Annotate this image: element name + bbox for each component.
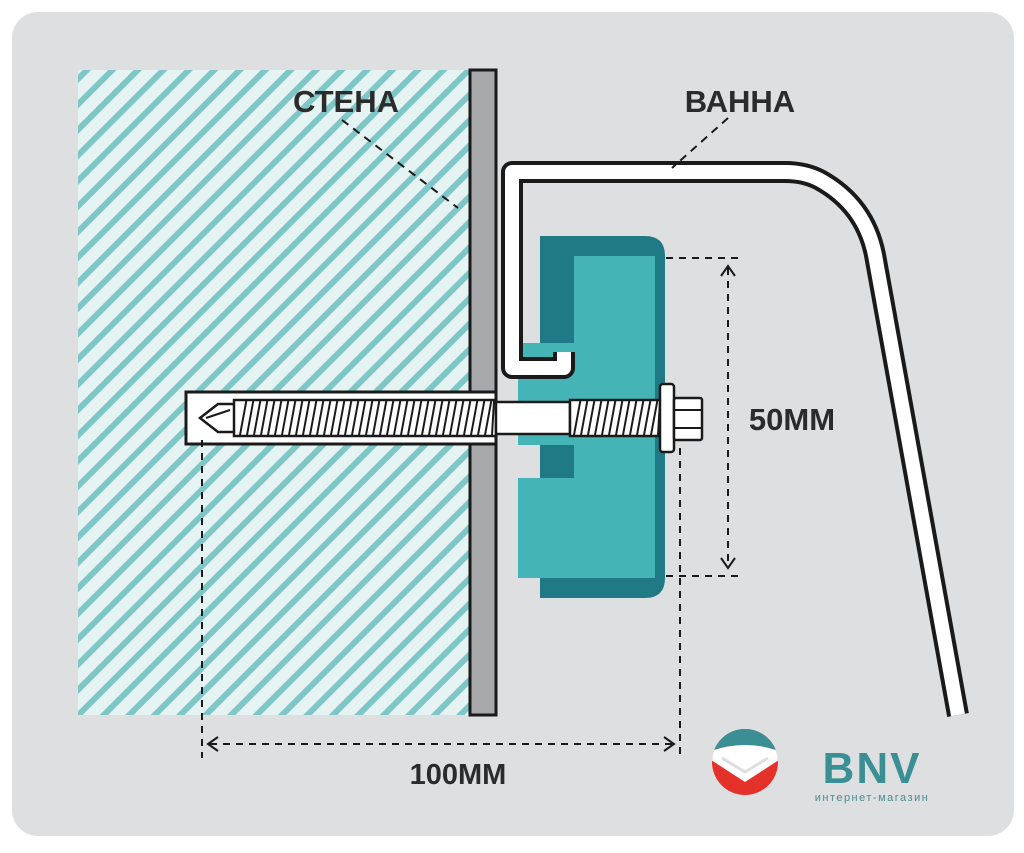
wall-label: СТЕНА: [293, 84, 399, 119]
wall-leader-line: [341, 119, 459, 209]
depth-dimension: [201, 440, 681, 758]
brand-name: BNV: [823, 744, 922, 793]
screw-bolt: [197, 382, 704, 454]
height-dimension: [666, 257, 742, 577]
depth-dimension-label: 100ММ: [410, 759, 507, 791]
brand-tagline: интернет-магазин: [815, 792, 930, 804]
bath-leader-line: [671, 117, 729, 169]
bath-label: ВАННА: [685, 84, 795, 119]
bath-profile: [501, 161, 969, 717]
height-dimension-label: 50ММ: [749, 402, 835, 437]
